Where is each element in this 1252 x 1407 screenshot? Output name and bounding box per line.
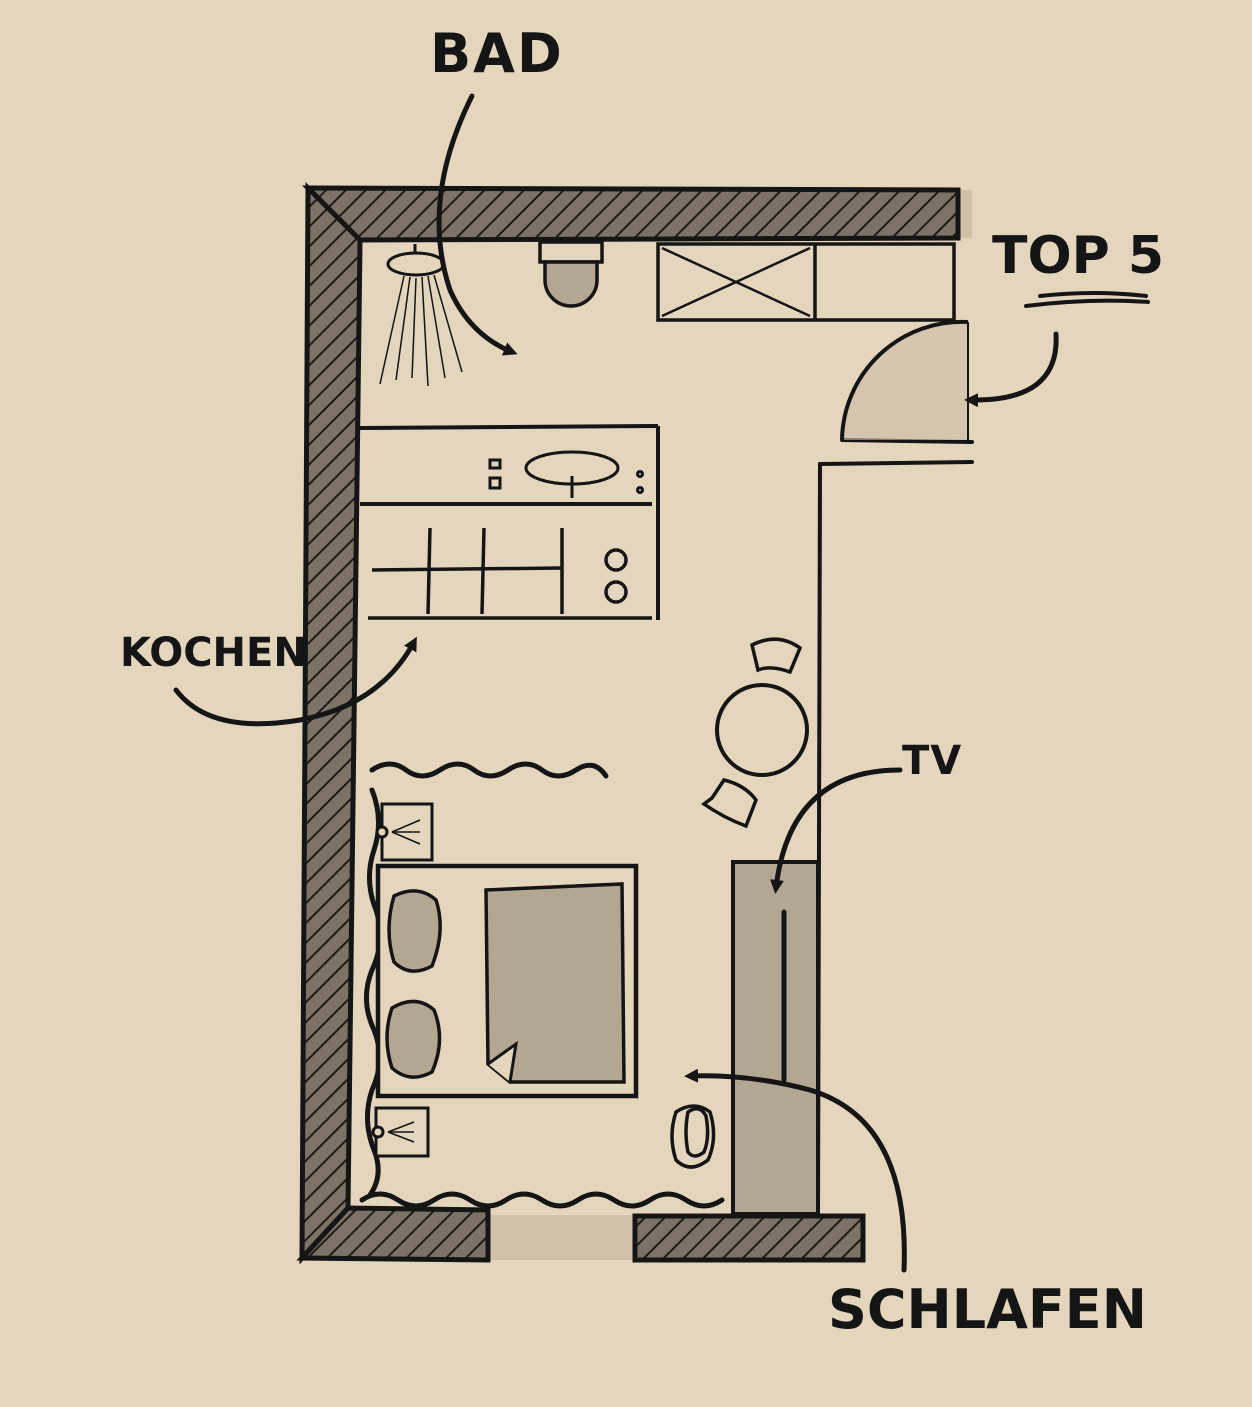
arrow-tv [769,767,903,894]
nightstand-bottom [371,1106,430,1158]
wall-bottom-right [632,1213,866,1263]
label-kochen: KOCHEN [120,630,307,676]
wall-bottom-left [296,1205,491,1263]
wall-top [301,185,961,243]
wardrobe [656,242,956,322]
arrow-kochen [173,636,417,727]
entrance-door [840,319,969,441]
bathroom-partition [359,424,660,620]
annotation-arrows [173,93,1059,1273]
label-tv: TV [902,738,963,784]
arrow-schlafen [684,1068,907,1273]
walls [296,181,961,1265]
sink [488,450,644,498]
bed [375,863,639,1099]
armchair [670,1104,716,1169]
curtains [359,761,725,1209]
label-schlafen: SCHLAFEN [828,1278,1147,1341]
interior-walls [816,438,974,1216]
label-top-5: TOP 5 [992,226,1165,286]
shower [379,244,463,387]
tv-unit [731,860,820,1216]
wall-left [299,181,363,1265]
dining-table [701,637,809,829]
toilet [538,240,604,308]
kitchen-counter [368,527,652,620]
top-underline [1024,291,1150,308]
label-bad: BAD [430,22,564,85]
arrow-bad [436,93,518,356]
nightstand-top [375,802,434,862]
arrow-top [964,331,1059,408]
